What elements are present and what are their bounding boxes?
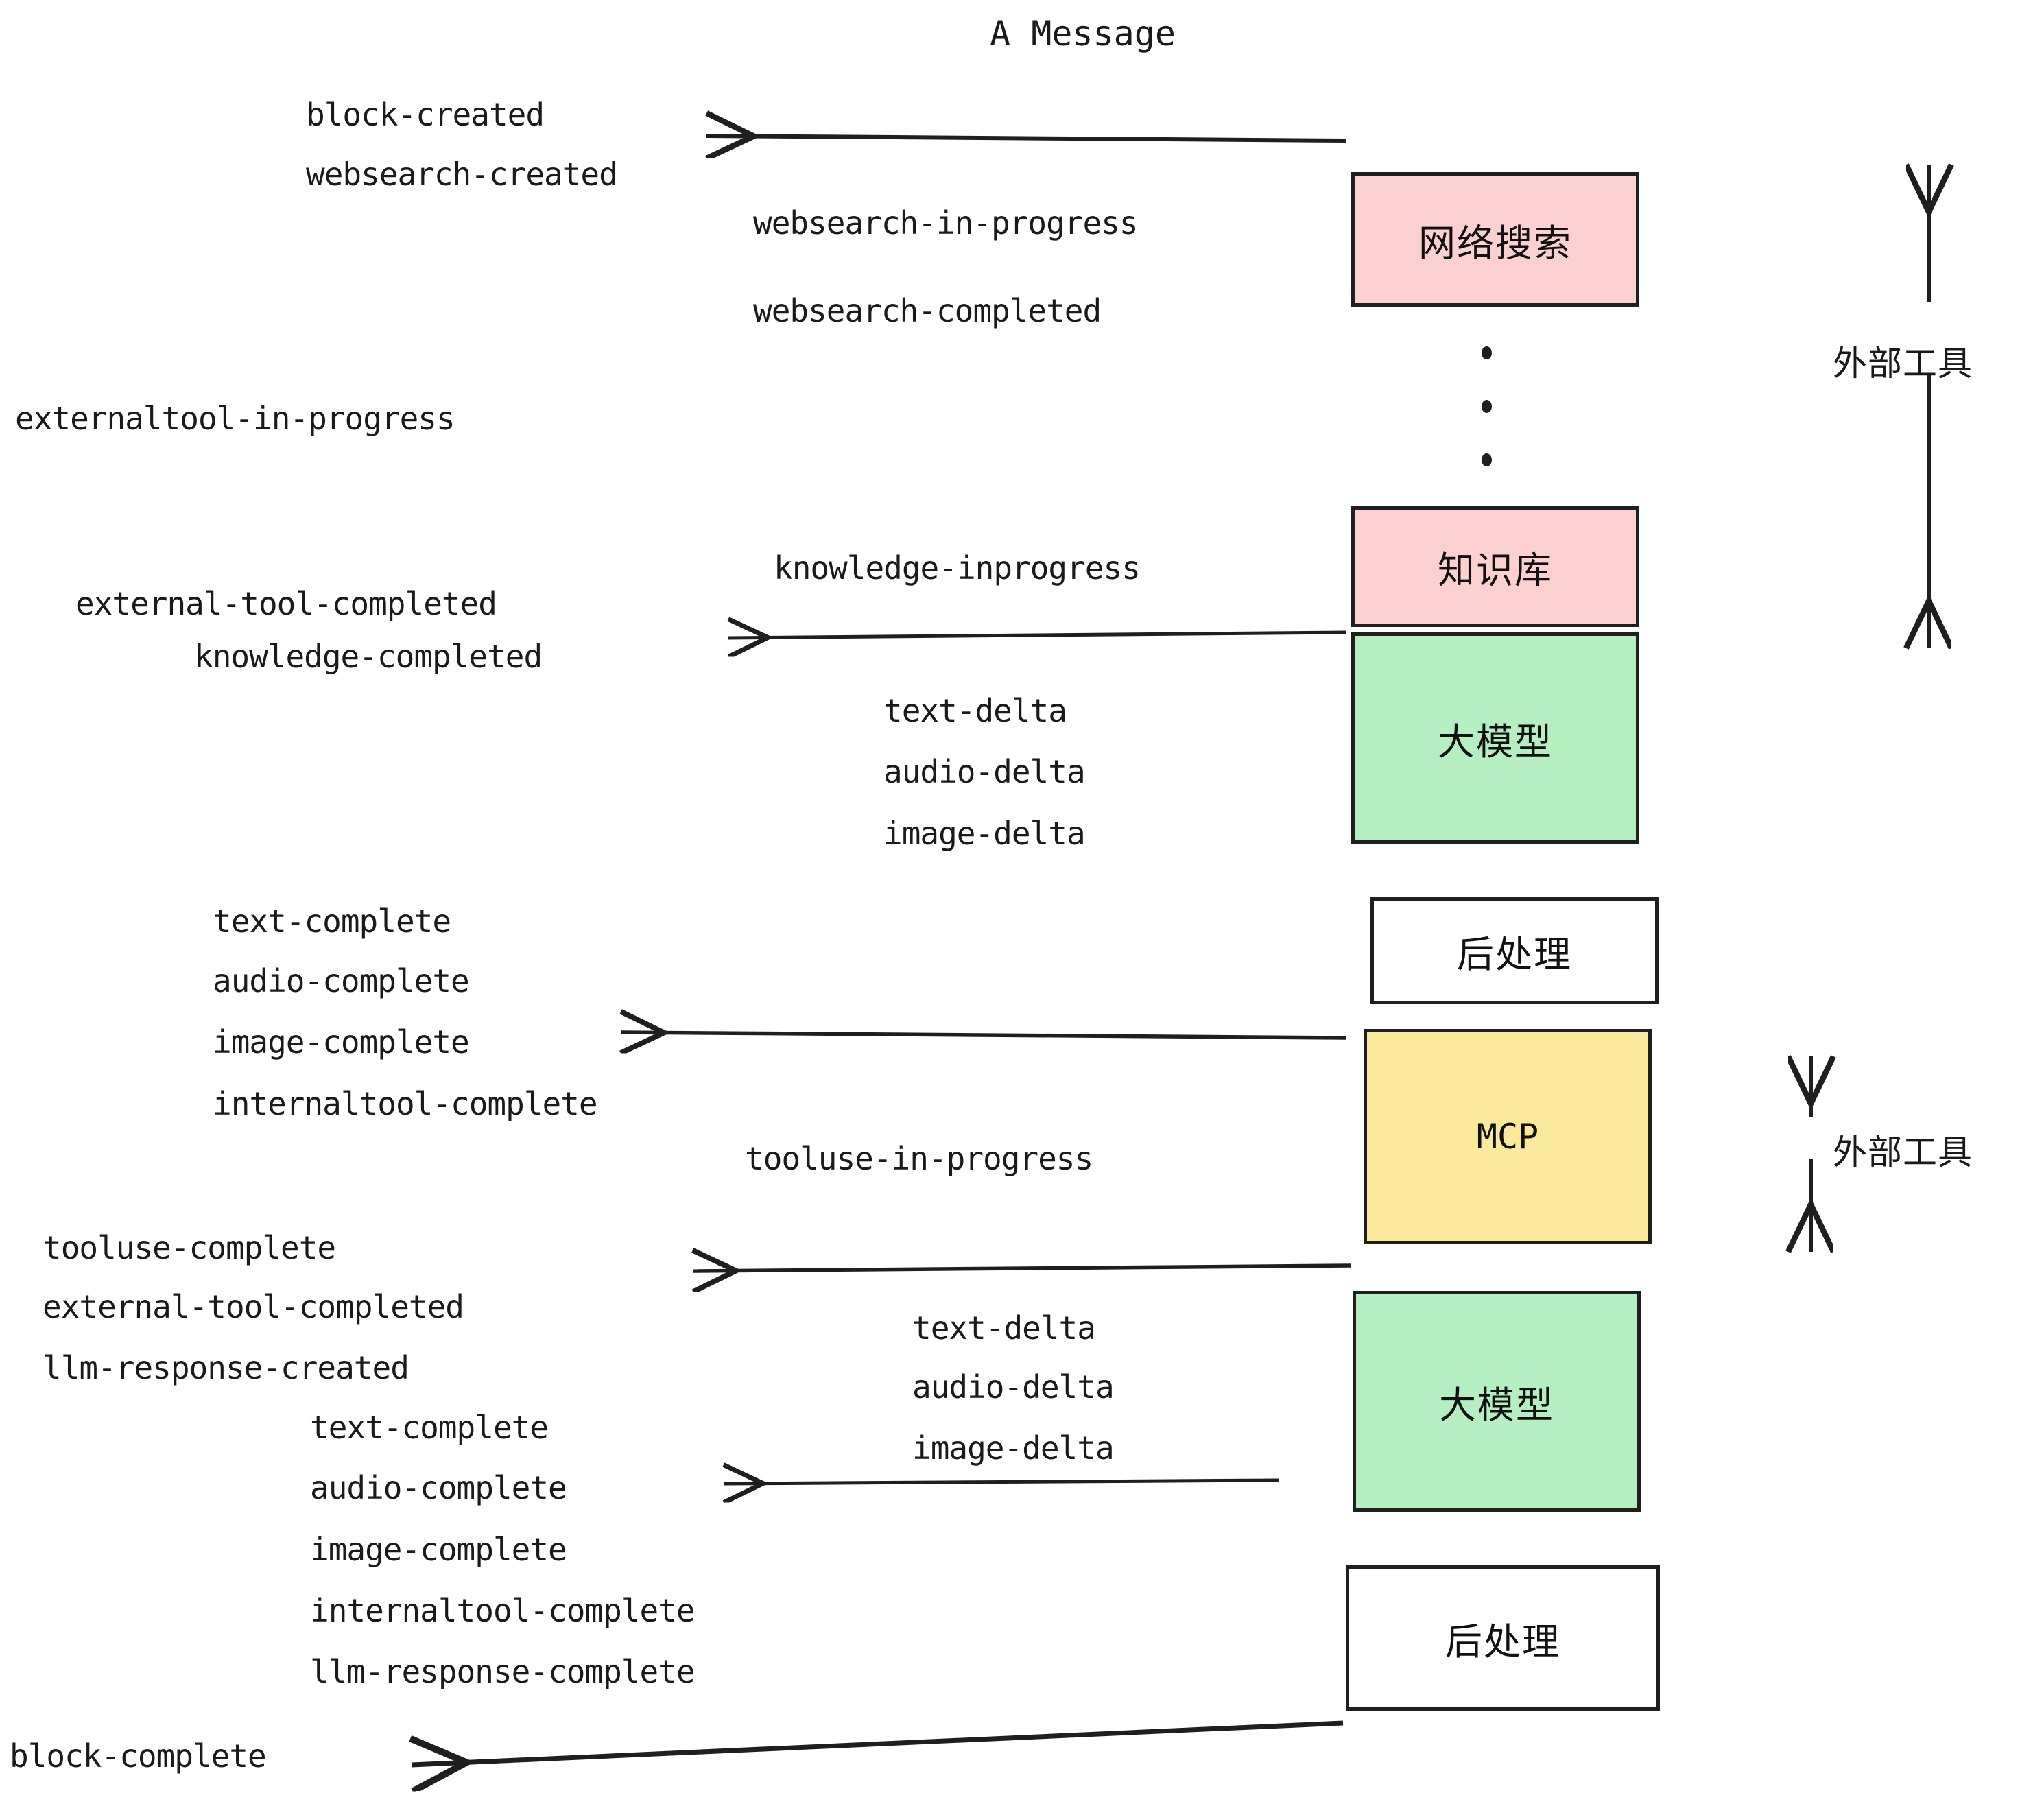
node-llm-1[interactable]: 大模型: [1351, 632, 1639, 844]
node-llm-2[interactable]: 大模型: [1353, 1291, 1641, 1512]
node-mcp-label: MCP: [1476, 1117, 1539, 1156]
node-knowledge-label: 知识库: [1438, 548, 1553, 592]
event-external-tool-completed-2: external-tool-completed: [43, 1288, 464, 1325]
node-mcp[interactable]: MCP: [1364, 1029, 1652, 1244]
arrow-postprocess-to-image-complete: [621, 1032, 1346, 1038]
node-websearch-label: 网络搜索: [1418, 221, 1572, 265]
event-image-delta-2: image-delta: [912, 1429, 1115, 1467]
node-postprocess-1-label: 后处理: [1457, 932, 1572, 976]
arrow-mcp-to-tooluse-complete: [693, 1266, 1352, 1271]
event-block-complete: block-complete: [10, 1737, 267, 1775]
event-internaltool-complete-2: internaltool-complete: [310, 1592, 696, 1629]
node-llm-2-label: 大模型: [1439, 1383, 1554, 1427]
event-image-delta-1: image-delta: [883, 815, 1086, 852]
event-audio-delta-2: audio-delta: [912, 1368, 1115, 1405]
event-image-complete-1: image-complete: [213, 1023, 470, 1060]
node-postprocess-2-label: 后处理: [1445, 1619, 1560, 1663]
node-websearch[interactable]: 网络搜索: [1351, 172, 1639, 307]
event-text-delta-1: text-delta: [883, 692, 1067, 729]
event-external-tool-completed-1: external-tool-completed: [75, 585, 497, 622]
event-image-complete-2: image-complete: [310, 1531, 567, 1568]
side-label-external-tools-bottom: 外部工具: [1833, 1132, 1973, 1172]
node-postprocess-1[interactable]: 后处理: [1370, 897, 1659, 1004]
event-internaltool-complete-1: internaltool-complete: [213, 1085, 598, 1122]
ellipsis-dots: [1479, 346, 1493, 466]
event-externaltool-in-progress: externaltool-in-progress: [15, 400, 455, 437]
event-tooluse-complete: tooluse-complete: [43, 1229, 336, 1266]
event-audio-delta-1: audio-delta: [883, 753, 1086, 790]
event-block-created: block-created: [306, 96, 545, 133]
node-knowledge[interactable]: 知识库: [1351, 506, 1639, 627]
node-postprocess-2[interactable]: 后处理: [1346, 1565, 1660, 1711]
arrow-websearch-to-block-created: [706, 136, 1346, 141]
event-websearch-completed: websearch-completed: [753, 292, 1102, 329]
event-llm-response-complete: llm-response-complete: [310, 1653, 696, 1690]
event-text-complete-2: text-complete: [310, 1409, 549, 1446]
diagram-title: A Message: [990, 14, 1176, 54]
side-label-external-tools-top: 外部工具: [1833, 344, 1973, 383]
event-websearch-created: websearch-created: [306, 156, 618, 193]
node-llm-1-label: 大模型: [1438, 720, 1553, 763]
event-knowledge-completed: knowledge-completed: [194, 638, 543, 675]
event-llm-response-created: llm-response-created: [43, 1349, 409, 1386]
event-tooluse-in-progress: tooluse-in-progress: [745, 1140, 1093, 1177]
event-websearch-in-progress: websearch-in-progress: [753, 204, 1139, 241]
event-text-complete-1: text-complete: [213, 903, 451, 940]
arrow-postprocess-to-block-complete: [412, 1720, 1344, 1765]
arrow-llm-to-audio-complete: [724, 1480, 1280, 1484]
arrow-knowledge-to-completed: [728, 632, 1346, 638]
event-text-delta-2: text-delta: [912, 1309, 1096, 1346]
event-audio-complete-1: audio-complete: [213, 962, 470, 999]
event-knowledge-inprogress: knowledge-inprogress: [774, 549, 1141, 586]
event-audio-complete-2: audio-complete: [310, 1469, 567, 1506]
